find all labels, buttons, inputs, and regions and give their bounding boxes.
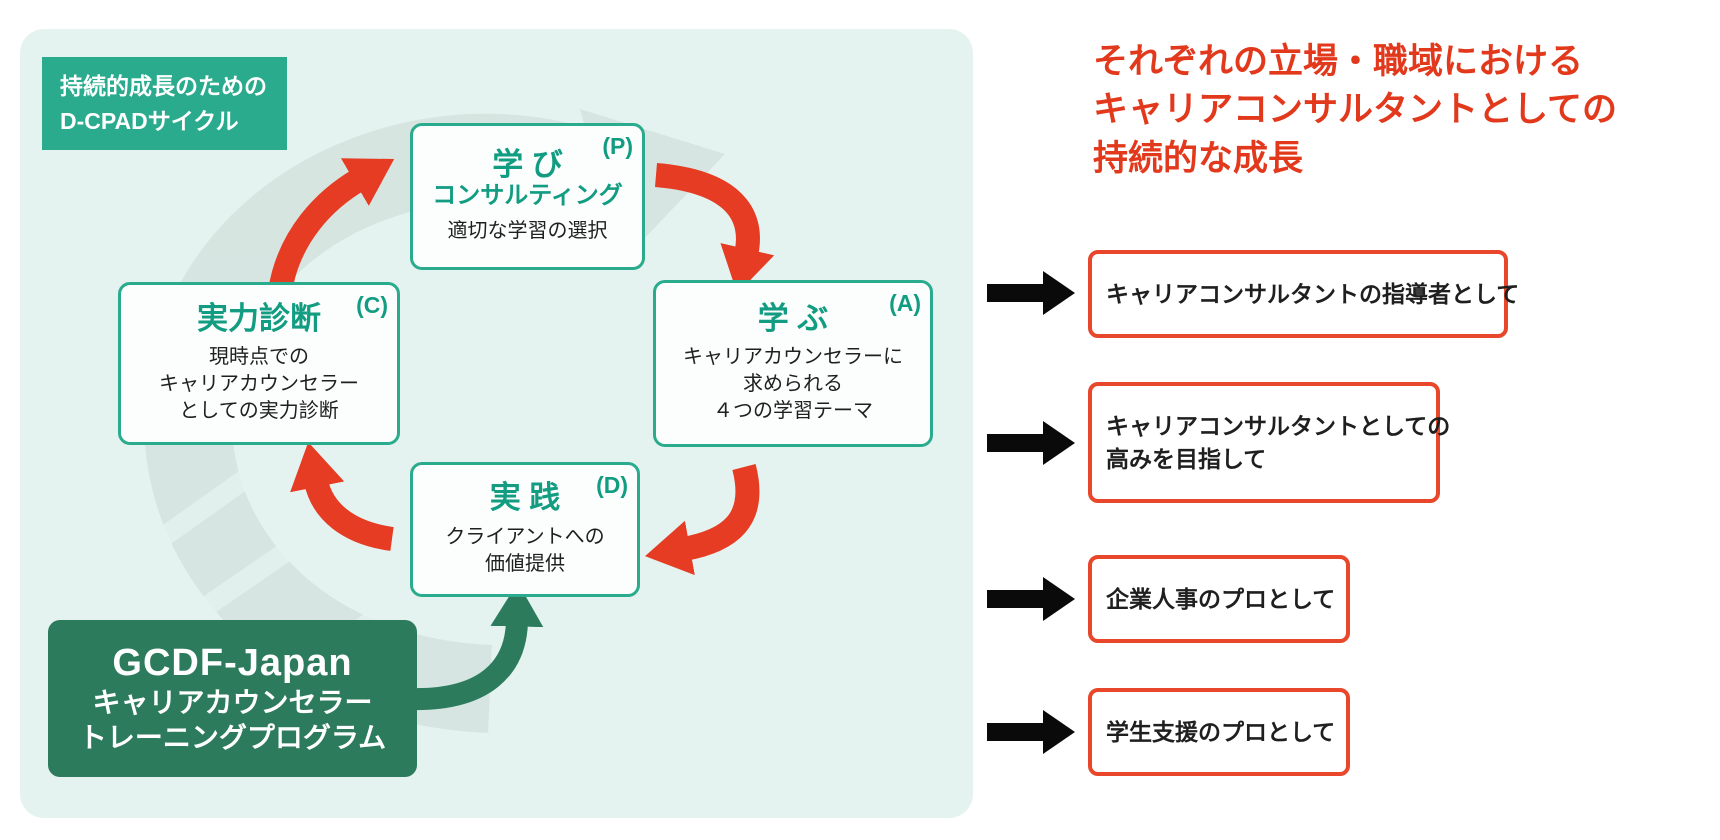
arrow-practice-to-assessment: [290, 442, 394, 551]
step-tag-d: (D): [596, 472, 628, 498]
step-tag-p: (P): [602, 133, 633, 159]
step-title: 実 践: [489, 480, 561, 516]
gcdf-program-box: GCDF-Japan キャリアカウンセラー トレーニングプログラム: [48, 620, 417, 777]
black-arrow-icon: [987, 710, 1075, 754]
program-name-jp2: トレーニングプログラム: [78, 722, 387, 754]
panel-title-badge: 持続的成長のための D-CPADサイクル: [42, 57, 287, 150]
step-title: 学 び: [492, 146, 563, 182]
goal-box-student-support: 学生支援のプロとして: [1088, 688, 1350, 776]
dcpad-cycle-panel: 持続的成長のための D-CPADサイクル (P) 学 び コンサルティング 適切…: [20, 29, 973, 818]
arrow-learn-to-practice: [645, 463, 760, 576]
cycle-step-assessment: (C) 実力診断 現時点での キャリアカウンセラー としての実力診断: [118, 282, 400, 445]
goal-box-instructor: キャリアコンサルタントの指導者として: [1088, 250, 1519, 338]
cycle-step-practice: (D) 実 践 クライアントへの 価値提供: [410, 462, 640, 597]
black-arrow-icon: [987, 421, 1075, 465]
right-heading: それぞれの立場・職域における キャリアコンサルタントとしての 持続的な成長: [1093, 42, 1617, 178]
cycle-step-learn: (A) 学 ぶ キャリアカウンセラーに 求められる ４つの学習テーマ: [653, 280, 933, 447]
arrow-learning-to-learn: [654, 163, 775, 294]
black-arrow-icon: [987, 577, 1075, 621]
step-description: キャリアカウンセラーに 求められる ４つの学習テーマ: [683, 346, 903, 423]
step-subtitle: コンサルティング: [432, 181, 623, 209]
program-name-en: GCDF-Japan: [112, 641, 353, 684]
step-description: 適切な学習の選択: [447, 220, 608, 243]
step-tag-c: (C): [356, 292, 388, 318]
cycle-step-learning-consulting: (P) 学 び コンサルティング 適切な学習の選択: [410, 123, 645, 270]
arrow-program-to-practice: [409, 582, 544, 711]
step-tag-a: (A): [889, 290, 921, 316]
step-title: 学 ぶ: [757, 300, 829, 336]
badge-line2: D-CPADサイクル: [60, 107, 239, 134]
step-description: 現時点での キャリアカウンセラー としての実力診断: [159, 346, 359, 423]
goal-box-corporate-hr: 企業人事のプロとして: [1088, 555, 1350, 643]
step-title: 実力診断: [197, 300, 321, 336]
goal-box-higher-level: キャリアコンサルタントとしての 高みを目指して: [1088, 382, 1450, 503]
black-arrow-icon: [987, 271, 1075, 315]
badge-line1: 持続的成長のための: [60, 73, 267, 99]
program-name-jp1: キャリアカウンセラー: [92, 687, 373, 719]
step-description: クライアントへの 価値提供: [445, 525, 605, 575]
